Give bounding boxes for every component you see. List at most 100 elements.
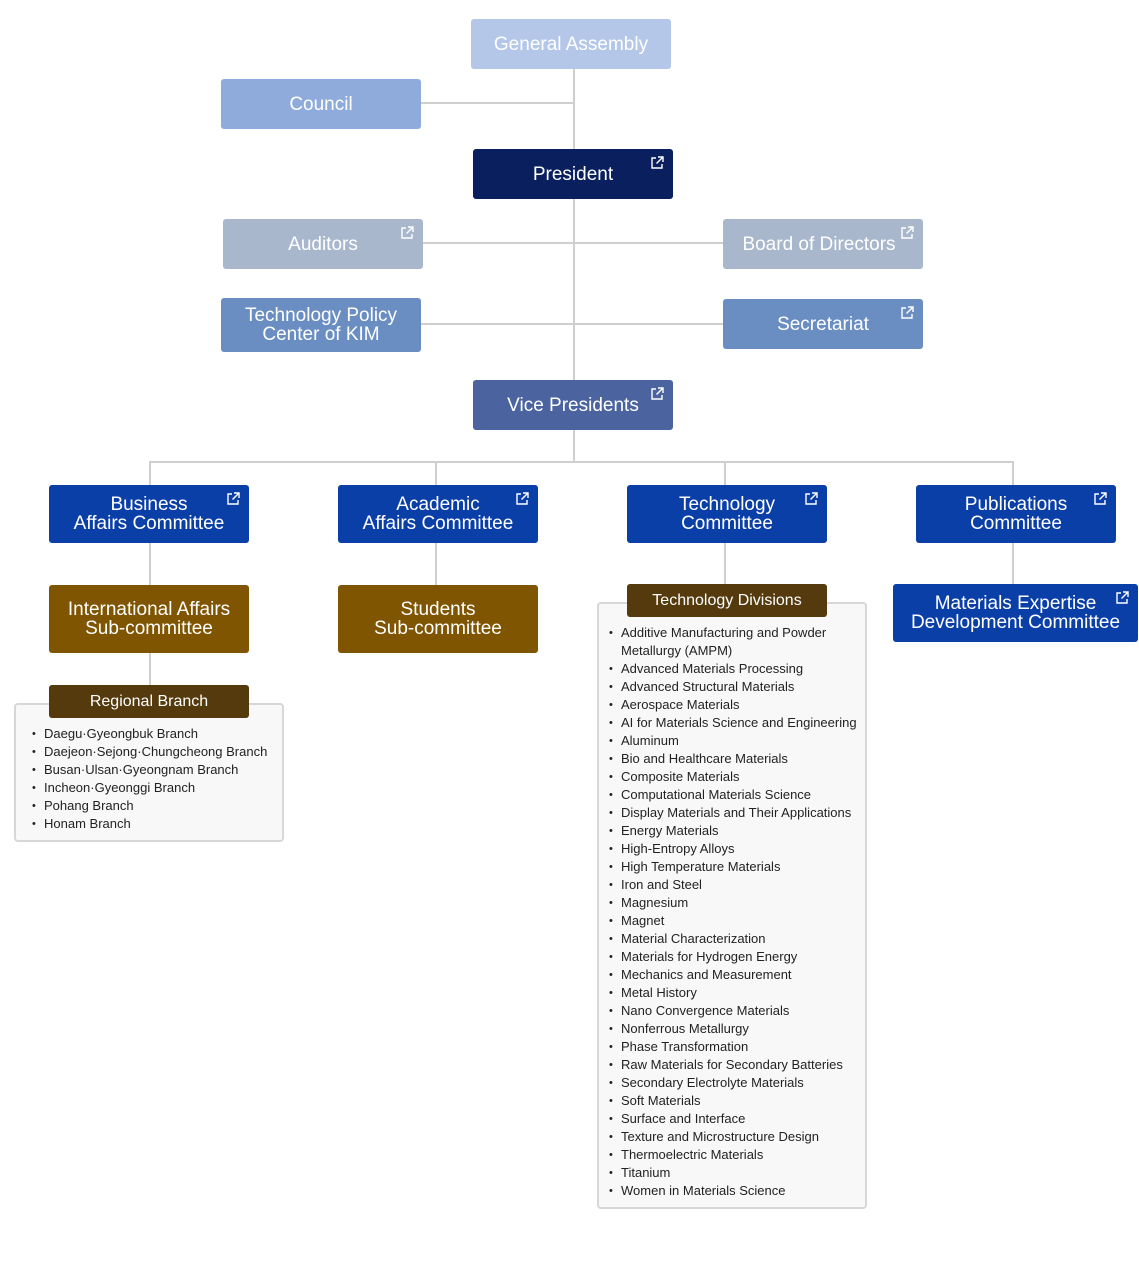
external-link-icon: [899, 225, 915, 241]
list-item: Energy Materials: [607, 822, 859, 840]
general-assembly-box: General Assembly: [471, 19, 671, 69]
list-item: Honam Branch: [30, 815, 267, 833]
list-item: Display Materials and Their Applications: [607, 804, 859, 822]
list-item: AI for Materials Science and Engineering: [607, 714, 859, 732]
list-item: Additive Manufacturing and Powder Metall…: [607, 624, 859, 660]
list-item: High Temperature Materials: [607, 858, 859, 876]
business-label-line2: Affairs Committee: [73, 513, 225, 534]
list-item: Secondary Electrolyte Materials: [607, 1074, 859, 1092]
academic-label-line1: Academic: [396, 494, 480, 515]
technology-label-line1: Technology: [678, 494, 776, 515]
list-item: Daegu·Gyeongbuk Branch: [30, 725, 267, 743]
list-item: Mechanics and Measurement: [607, 966, 859, 984]
connector-technology-drop: [724, 461, 726, 486]
list-item: Composite Materials: [607, 768, 859, 786]
vice-presidents-label: Vice Presidents: [507, 394, 639, 416]
list-item: High-Entropy Alloys: [607, 840, 859, 858]
list-item: Aerospace Materials: [607, 696, 859, 714]
list-item: Surface and Interface: [607, 1110, 859, 1128]
board-of-directors-box[interactable]: Board of Directors: [723, 219, 923, 269]
list-item: Pohang Branch: [30, 797, 267, 815]
list-item: Phase Transformation: [607, 1038, 859, 1056]
list-item: Busan·Ulsan·Gyeongnam Branch: [30, 761, 267, 779]
external-link-icon: [1114, 590, 1130, 606]
connector-business-international: [149, 542, 151, 586]
technology-policy-center-box: Technology Policy Center of KIM: [221, 298, 421, 352]
external-link-icon: [649, 386, 665, 402]
list-item: Women in Materials Science: [607, 1182, 859, 1200]
auditors-box[interactable]: Auditors: [223, 219, 423, 269]
list-item: Advanced Materials Processing: [607, 660, 859, 678]
connector-publications-drop: [1012, 461, 1014, 486]
technology-divisions-title: Technology Divisions: [652, 591, 802, 609]
connector-main-vertical: [573, 68, 575, 462]
list-item: Magnet: [607, 912, 859, 930]
list-item: Raw Materials for Secondary Batteries: [607, 1056, 859, 1074]
list-item: Bio and Healthcare Materials: [607, 750, 859, 768]
connector-academic-drop: [435, 461, 437, 486]
list-item: Iron and Steel: [607, 876, 859, 894]
external-link-icon: [399, 225, 415, 241]
president-box[interactable]: President: [473, 149, 673, 199]
connector-technology-divisions: [724, 542, 726, 585]
materials-label-line2: Development Committee: [910, 612, 1121, 633]
external-link-icon: [649, 155, 665, 171]
list-item: Titanium: [607, 1164, 859, 1182]
list-item: Material Characterization: [607, 930, 859, 948]
students-label-line2: Sub-committee: [374, 618, 502, 639]
business-label-line1: Business: [110, 494, 188, 515]
connector-committee-horizontal: [149, 461, 1014, 463]
list-item: Texture and Microstructure Design: [607, 1128, 859, 1146]
publications-label-line2: Committee: [970, 513, 1062, 534]
connector-policy-secretariat: [420, 323, 724, 325]
president-label: President: [532, 163, 614, 185]
vice-presidents-box[interactable]: Vice Presidents: [473, 380, 673, 430]
list-item: Computational Materials Science: [607, 786, 859, 804]
external-link-icon: [225, 491, 241, 507]
board-of-directors-label: Board of Directors: [742, 233, 896, 255]
list-item: Thermoelectric Materials: [607, 1146, 859, 1164]
list-item: Nonferrous Metallurgy: [607, 1020, 859, 1038]
technology-policy-label-line2: Center of KIM: [262, 324, 380, 345]
materials-label-line1: Materials Expertise: [934, 593, 1097, 614]
connector-council: [420, 102, 574, 104]
business-affairs-committee-box[interactable]: Business Affairs Committee: [49, 485, 249, 543]
regional-branch-list: Daegu·Gyeongbuk Branch Daejeon·Sejong·Ch…: [30, 725, 267, 833]
technology-divisions-header: Technology Divisions: [627, 584, 827, 617]
list-item: Daejeon·Sejong·Chungcheong Branch: [30, 743, 267, 761]
external-link-icon: [514, 491, 530, 507]
list-item: Materials for Hydrogen Energy: [607, 948, 859, 966]
secretariat-label: Secretariat: [777, 313, 869, 335]
secretariat-box[interactable]: Secretariat: [723, 299, 923, 349]
technology-committee-box[interactable]: Technology Committee: [627, 485, 827, 543]
connector-international-regional: [149, 652, 151, 686]
external-link-icon: [1092, 491, 1108, 507]
publications-committee-box[interactable]: Publications Committee: [916, 485, 1116, 543]
connector-publications-materials: [1012, 542, 1014, 585]
regional-branch-header: Regional Branch: [49, 685, 249, 718]
list-item: Nano Convergence Materials: [607, 1002, 859, 1020]
council-label: Council: [289, 93, 353, 115]
academic-label-line2: Affairs Committee: [362, 513, 514, 534]
council-box: Council: [221, 79, 421, 129]
connector-academic-students: [435, 542, 437, 586]
auditors-label: Auditors: [288, 233, 358, 255]
technology-divisions-list: Additive Manufacturing and Powder Metall…: [607, 624, 859, 1200]
technology-label-line2: Committee: [681, 513, 773, 534]
list-item: Metal History: [607, 984, 859, 1002]
international-affairs-subcommittee-box: International Affairs Sub-committee: [49, 585, 249, 653]
technology-policy-label-line1: Technology Policy: [244, 305, 398, 326]
list-item: Incheon·Gyeonggi Branch: [30, 779, 267, 797]
technology-divisions-panel: Additive Manufacturing and Powder Metall…: [597, 602, 867, 1209]
regional-branch-panel: Daegu·Gyeongbuk Branch Daejeon·Sejong·Ch…: [14, 703, 284, 842]
regional-branch-title: Regional Branch: [89, 692, 209, 710]
connector-business-drop: [149, 461, 151, 486]
list-item: Advanced Structural Materials: [607, 678, 859, 696]
publications-label-line1: Publications: [964, 494, 1068, 515]
list-item: Soft Materials: [607, 1092, 859, 1110]
connector-auditors-board: [422, 242, 724, 244]
students-subcommittee-box: Students Sub-committee: [338, 585, 538, 653]
academic-affairs-committee-box[interactable]: Academic Affairs Committee: [338, 485, 538, 543]
external-link-icon: [899, 305, 915, 321]
materials-expertise-committee-box[interactable]: Materials Expertise Development Committe…: [893, 584, 1138, 642]
